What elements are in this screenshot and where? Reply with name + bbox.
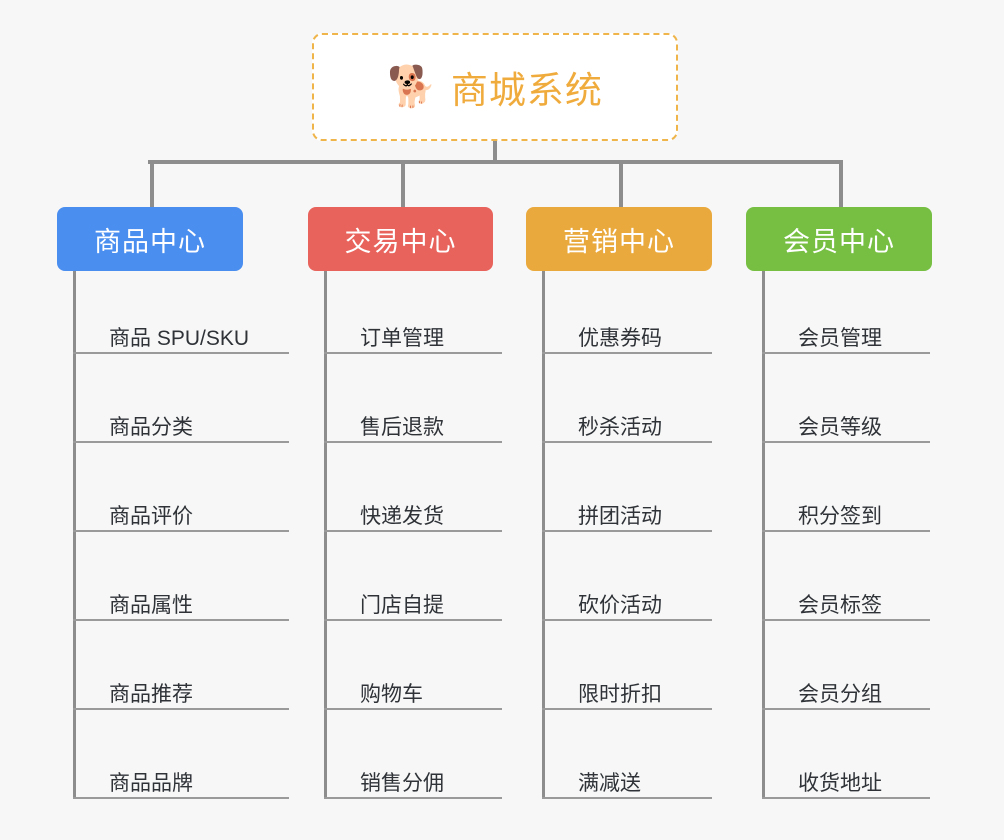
category-title: 会员中心	[783, 226, 895, 257]
leaf-item[interactable]: 会员分组	[762, 664, 930, 710]
leaf-item[interactable]: 商品分类	[73, 397, 289, 443]
leaf-item[interactable]: 收货地址	[762, 753, 930, 799]
leaf-item[interactable]: 商品评价	[73, 486, 289, 532]
leaf-item[interactable]: 会员管理	[762, 308, 930, 354]
leaf-item-label: 限时折扣	[578, 682, 662, 706]
leaf-item[interactable]: 商品品牌	[73, 753, 289, 799]
category-title: 交易中心	[344, 226, 457, 257]
leaf-item[interactable]: 售后退款	[324, 397, 502, 443]
leaf-item-label: 会员等级	[798, 415, 882, 439]
leaf-item-label: 售后退款	[360, 415, 444, 439]
root-node-title: 商城系统	[450, 70, 603, 111]
leaf-item-label: 会员标签	[798, 593, 882, 617]
leaf-item[interactable]: 优惠券码	[542, 308, 712, 354]
category-box-marketing-center[interactable]: 营销中心	[526, 207, 712, 271]
connector-spine-product-center	[73, 271, 76, 799]
category-box-trade-center[interactable]: 交易中心	[308, 207, 493, 271]
connector-drop-trade-center	[401, 160, 405, 207]
connector-bus	[148, 160, 841, 164]
leaf-item[interactable]: 商品 SPU/SKU	[73, 308, 289, 354]
leaf-item-label: 会员分组	[798, 682, 882, 706]
leaf-item-label: 砍价活动	[578, 593, 662, 617]
leaf-item-label: 收货地址	[798, 771, 882, 795]
leaf-item[interactable]: 限时折扣	[542, 664, 712, 710]
connector-drop-product-center	[150, 160, 154, 207]
leaf-item-label: 拼团活动	[578, 504, 662, 528]
leaf-item[interactable]: 订单管理	[324, 308, 502, 354]
leaf-item[interactable]: 商品属性	[73, 575, 289, 621]
leaf-item-label: 销售分佣	[360, 771, 444, 795]
leaf-item-label: 商品分类	[109, 415, 193, 439]
leaf-item-label: 商品属性	[109, 593, 193, 617]
category-box-member-center[interactable]: 会员中心	[746, 207, 932, 271]
leaf-item[interactable]: 商品推荐	[73, 664, 289, 710]
leaf-item-label: 门店自提	[360, 593, 444, 617]
leaf-item-label: 购物车	[360, 682, 423, 706]
leaf-item[interactable]: 门店自提	[324, 575, 502, 621]
leaf-item[interactable]: 购物车	[324, 664, 502, 710]
connector-spine-marketing-center	[542, 271, 545, 799]
leaf-item[interactable]: 积分签到	[762, 486, 930, 532]
leaf-item[interactable]: 砍价活动	[542, 575, 712, 621]
leaf-item[interactable]: 会员等级	[762, 397, 930, 443]
leaf-item[interactable]: 会员标签	[762, 575, 930, 621]
leaf-item-label: 秒杀活动	[578, 415, 662, 439]
category-box-product-center[interactable]: 商品中心	[57, 207, 243, 271]
leaf-item[interactable]: 快递发货	[324, 486, 502, 532]
leaf-item-label: 快递发货	[360, 504, 444, 528]
leaf-item-label: 订单管理	[360, 326, 444, 350]
leaf-item-label: 商品评价	[109, 504, 193, 528]
connector-spine-member-center	[762, 271, 765, 799]
leaf-item-label: 积分签到	[798, 504, 882, 528]
leaf-item[interactable]: 满减送	[542, 753, 712, 799]
shiba-inu-dog-face-icon: 🐕	[387, 65, 437, 109]
connector-spine-trade-center	[324, 271, 327, 799]
root-node[interactable]: 🐕 商城系统	[312, 33, 678, 141]
connector-drop-marketing-center	[619, 160, 623, 207]
leaf-item-label: 商品 SPU/SKU	[109, 326, 250, 350]
leaf-item-label: 商品推荐	[109, 682, 193, 706]
leaf-item[interactable]: 秒杀活动	[542, 397, 712, 443]
leaf-item-label: 优惠券码	[578, 326, 662, 350]
connector-drop-member-center	[839, 160, 843, 207]
leaf-item[interactable]: 拼团活动	[542, 486, 712, 532]
leaf-item-label: 满减送	[578, 771, 641, 795]
category-title: 商品中心	[94, 226, 206, 257]
connector-root-trunk	[493, 141, 497, 162]
category-title: 营销中心	[563, 226, 675, 257]
leaf-item-label: 会员管理	[798, 326, 882, 350]
leaf-item[interactable]: 销售分佣	[324, 753, 502, 799]
leaf-item-label: 商品品牌	[109, 771, 193, 795]
